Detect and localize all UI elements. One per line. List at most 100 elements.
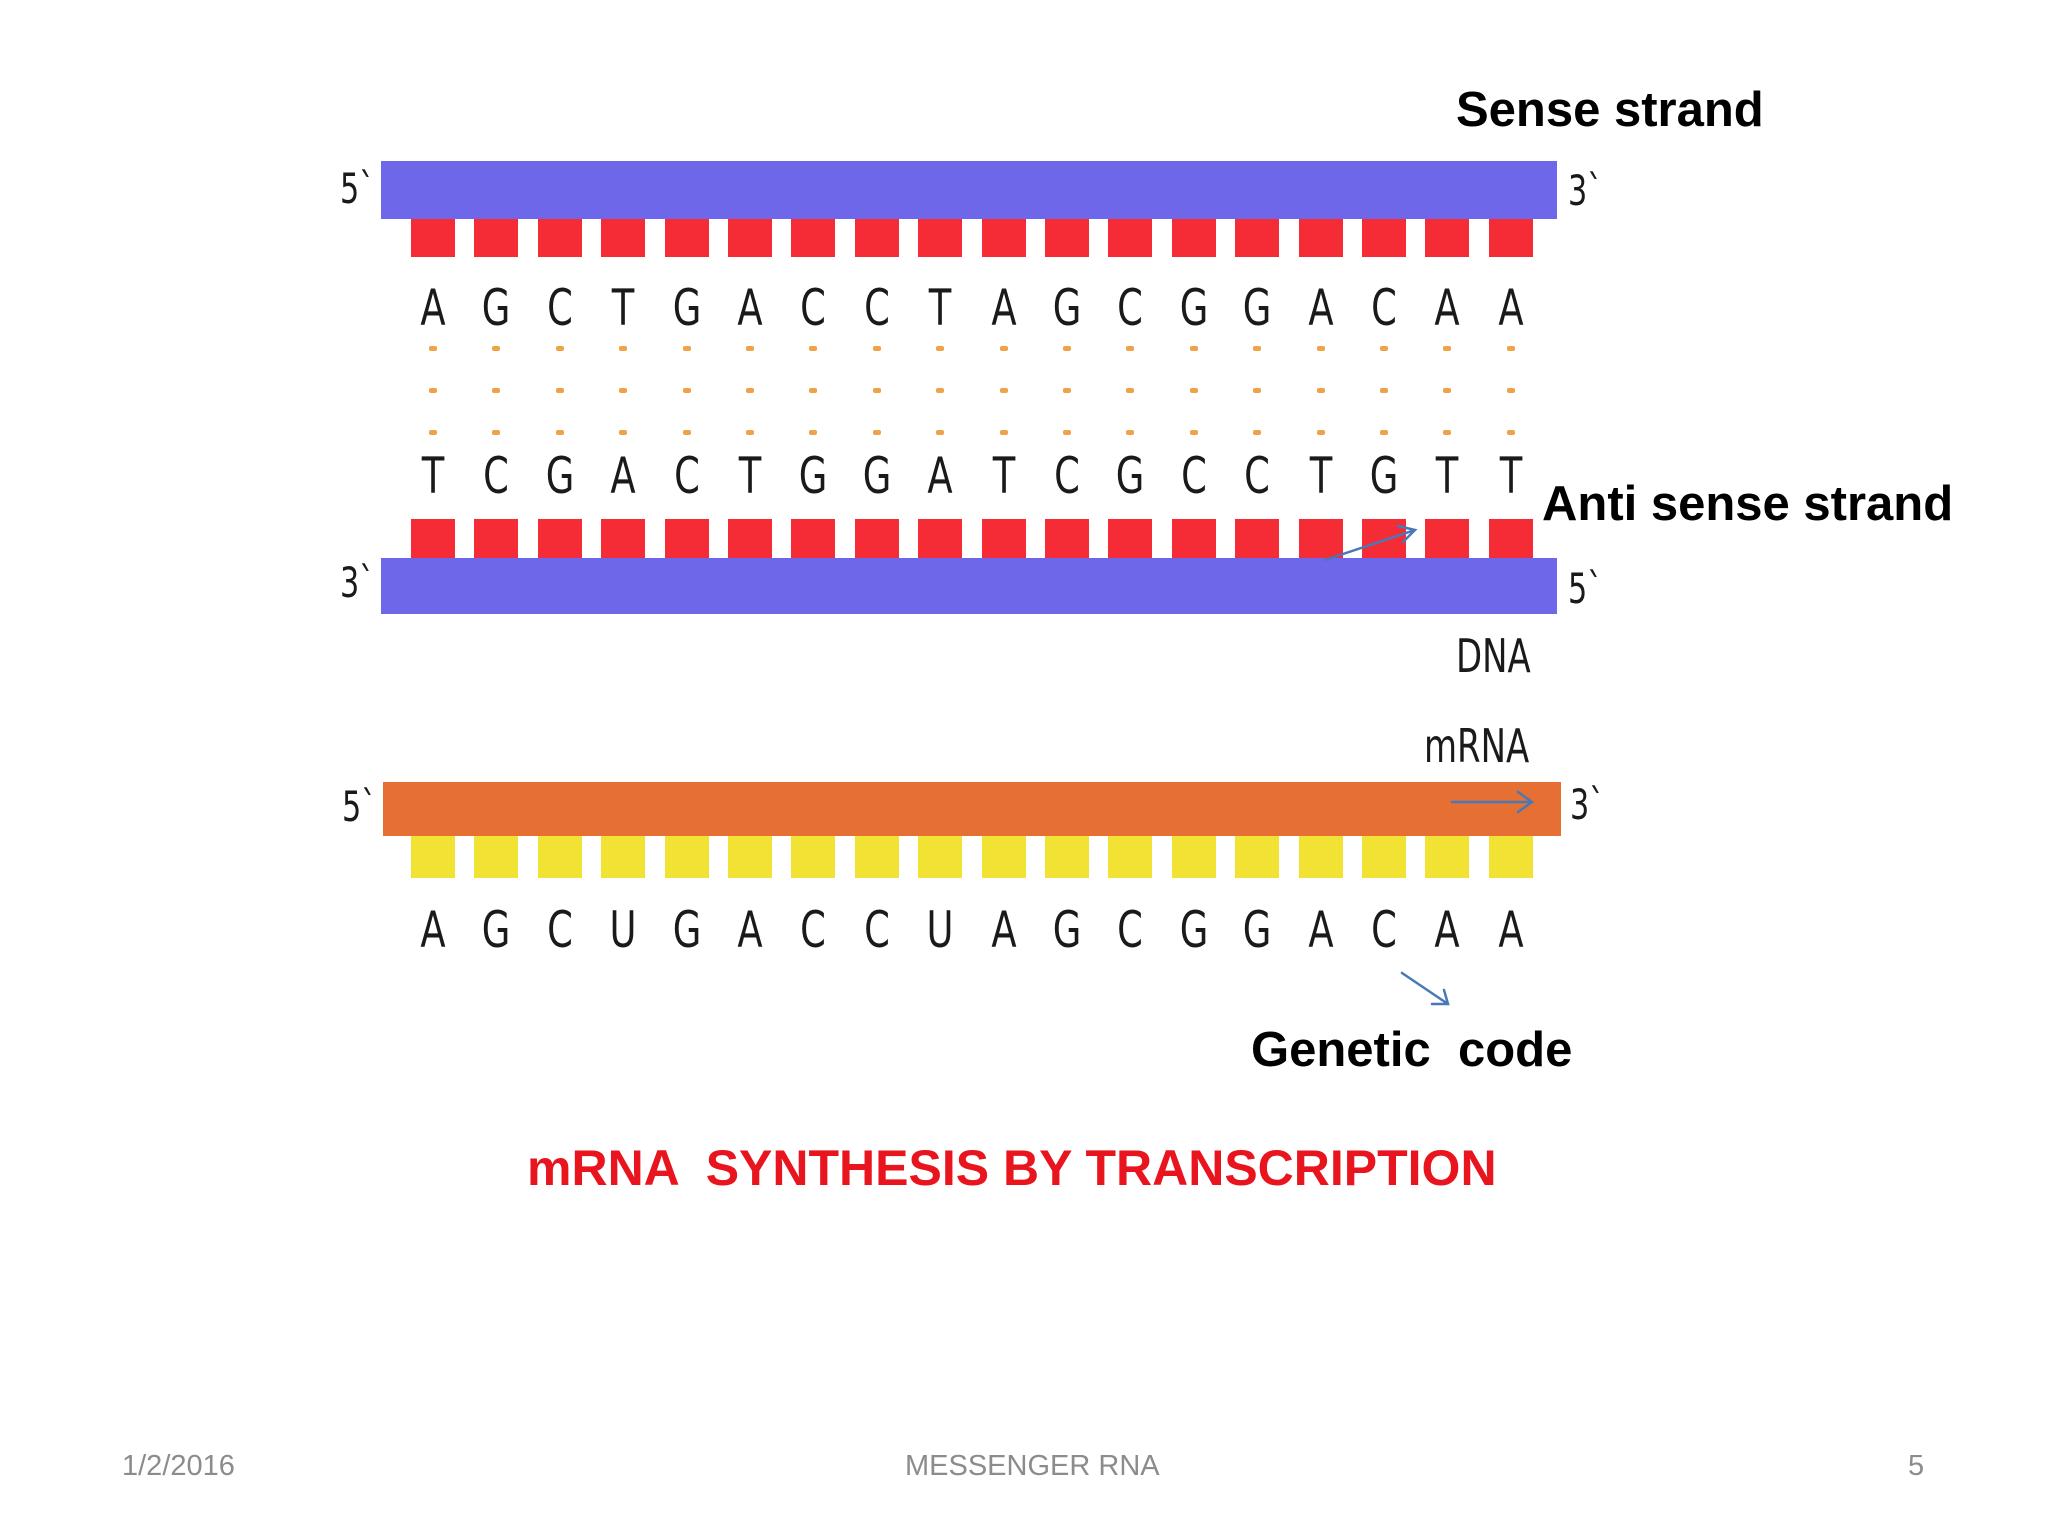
hydrogen-bond-dot bbox=[1443, 346, 1452, 351]
mrna-5-prime-label: 5` bbox=[342, 782, 377, 831]
hydrogen-bond-dot bbox=[555, 346, 564, 351]
sense-base-block bbox=[1488, 219, 1533, 257]
sense-base-letter: A bbox=[1307, 279, 1334, 337]
antisense-base-block bbox=[601, 519, 646, 558]
antisense-base-letter: A bbox=[927, 447, 953, 505]
mrna-base-block bbox=[1235, 836, 1280, 878]
hydrogen-bond-dot bbox=[809, 430, 818, 435]
mrna-base-letter: G bbox=[482, 901, 511, 959]
sense-base-letter: A bbox=[737, 279, 763, 337]
sense-base-letter: A bbox=[1434, 279, 1460, 337]
antisense-base-letter: G bbox=[799, 447, 828, 505]
hydrogen-bond-dot bbox=[1063, 430, 1071, 435]
mrna-base-letter: G bbox=[672, 901, 701, 959]
antisense-base-block bbox=[791, 519, 836, 558]
sense-base-block bbox=[1235, 219, 1280, 257]
antisense-base-letter: T bbox=[421, 447, 445, 505]
sense-base-letter: A bbox=[990, 279, 1017, 337]
antisense-base-letter: G bbox=[1369, 447, 1399, 505]
antisense-base-block bbox=[1108, 519, 1153, 558]
antisense-base-block bbox=[537, 519, 582, 558]
mrna-label: mRNA bbox=[1424, 719, 1530, 773]
hydrogen-bond-dot bbox=[1506, 346, 1515, 351]
hydrogen-bond-dot bbox=[555, 430, 564, 435]
footer-date: 1/2/2016 bbox=[122, 1450, 235, 1482]
sense-base-letter: G bbox=[1242, 279, 1272, 337]
sense-strand-backbone bbox=[381, 161, 1557, 219]
antisense-base-block bbox=[981, 519, 1026, 558]
hydrogen-bond-dot bbox=[1380, 388, 1388, 393]
hydrogen-bond-dot bbox=[555, 388, 564, 393]
sense-base-letter: T bbox=[611, 279, 635, 337]
mrna-base-letter: G bbox=[1242, 901, 1272, 959]
sense-base-block bbox=[1045, 219, 1089, 257]
mrna-base-letter: C bbox=[863, 901, 890, 959]
mrna-base-block bbox=[411, 836, 455, 878]
hydrogen-bond-dot bbox=[809, 346, 818, 351]
antisense-base-block bbox=[854, 519, 899, 558]
antisense-base-letter: T bbox=[992, 447, 1015, 505]
hydrogen-bond-dot bbox=[429, 388, 437, 393]
antisense-base-block bbox=[664, 519, 709, 558]
mrna-base-letter: U bbox=[926, 901, 954, 959]
sense-base-block bbox=[411, 219, 455, 257]
mrna-base-letter: C bbox=[1117, 901, 1144, 959]
hydrogen-bond-dot bbox=[1443, 430, 1452, 435]
dna-label: DNA bbox=[1456, 629, 1531, 683]
hydrogen-bond-dot bbox=[999, 346, 1008, 351]
hydrogen-bond-dot bbox=[429, 430, 437, 435]
hydrogen-bond-dot bbox=[1126, 430, 1135, 435]
antisense-base-letter: G bbox=[1116, 447, 1145, 505]
sense-base-letter: C bbox=[800, 279, 827, 337]
mrna-base-letter: G bbox=[1052, 901, 1082, 959]
hydrogen-bond-dot bbox=[872, 346, 881, 351]
hydrogen-bond-dot bbox=[682, 346, 691, 351]
mrna-base-block bbox=[1171, 836, 1216, 878]
mrna-direction-arrow bbox=[1450, 790, 1535, 814]
hydrogen-bond-dot bbox=[872, 430, 881, 435]
hydrogen-bond-dot bbox=[746, 346, 754, 351]
sense-3-prime-label: 3` bbox=[1568, 166, 1603, 215]
antisense-3-prime-label: 3` bbox=[340, 558, 375, 607]
sense-base-block bbox=[537, 219, 582, 257]
sense-base-block bbox=[474, 219, 519, 257]
footer-title: MESSENGER RNA bbox=[905, 1450, 1160, 1482]
mrna-base-block bbox=[601, 836, 646, 878]
antisense-base-block bbox=[474, 519, 519, 558]
hydrogen-bond-dot bbox=[619, 430, 628, 435]
hydrogen-bond-dot bbox=[1506, 430, 1515, 435]
mrna-base-block bbox=[728, 836, 772, 878]
antisense-base-letter: C bbox=[1180, 447, 1207, 505]
hydrogen-bond-dot bbox=[492, 346, 501, 351]
hydrogen-bond-dot bbox=[1189, 388, 1198, 393]
sense-base-letter: C bbox=[546, 279, 573, 337]
mrna-base-block bbox=[1362, 836, 1406, 878]
antisense-base-block bbox=[918, 519, 963, 558]
sense-base-letter: G bbox=[672, 279, 701, 337]
mrna-base-letter: A bbox=[1307, 901, 1334, 959]
antisense-base-letter: T bbox=[1499, 447, 1523, 505]
sense-base-letter: G bbox=[482, 279, 511, 337]
sense-base-block bbox=[1425, 219, 1470, 257]
genetic-code-arrow bbox=[1400, 971, 1450, 1006]
hydrogen-bond-dot bbox=[1506, 388, 1515, 393]
sense-base-letter: A bbox=[1498, 279, 1524, 337]
sense-base-letter: C bbox=[863, 279, 890, 337]
antisense-base-block bbox=[1171, 519, 1216, 558]
mrna-base-block bbox=[1298, 836, 1343, 878]
mrna-base-block bbox=[474, 836, 519, 878]
mrna-base-block bbox=[791, 836, 836, 878]
sense-base-letter: C bbox=[1371, 279, 1397, 337]
hydrogen-bond-dot bbox=[809, 388, 818, 393]
genetic-code-label: Genetic code bbox=[1251, 1023, 1573, 1077]
mrna-base-letter: U bbox=[609, 901, 637, 959]
hydrogen-bond-dot bbox=[1063, 346, 1071, 351]
antisense-base-letter: T bbox=[738, 447, 762, 505]
mrna-backbone bbox=[383, 782, 1561, 836]
mrna-base-block bbox=[981, 836, 1026, 878]
antisense-strand-label: Anti sense strand bbox=[1542, 477, 1954, 531]
hydrogen-bond-dot bbox=[999, 388, 1008, 393]
sense-base-block bbox=[1362, 219, 1406, 257]
sense-strand-label: Sense strand bbox=[1456, 83, 1764, 137]
